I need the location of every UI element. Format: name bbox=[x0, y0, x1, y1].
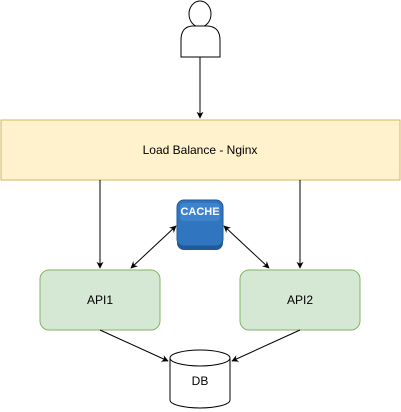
api1-label: API1 bbox=[87, 293, 113, 307]
edge-api2-to-db bbox=[231, 329, 301, 362]
api1-box[interactable]: API1 bbox=[39, 269, 161, 331]
cache-label: CACHE bbox=[180, 206, 219, 218]
api2-label: API2 bbox=[287, 293, 313, 307]
load-balancer-shape bbox=[0, 119, 401, 181]
user-icon bbox=[180, 0, 221, 58]
db-body bbox=[169, 358, 231, 409]
load-balancer-box[interactable]: Load Balance - Nginx bbox=[0, 119, 401, 181]
edge-cache-api2 bbox=[223, 225, 270, 269]
cache-icon[interactable]: CACHE bbox=[176, 199, 224, 250]
db-label: DB bbox=[192, 374, 209, 388]
db-cylinder[interactable]: DB bbox=[169, 349, 231, 409]
api2-box[interactable]: API2 bbox=[239, 269, 361, 331]
load-balancer-label: Load Balance - Nginx bbox=[143, 143, 258, 157]
edge-cache-api1 bbox=[130, 225, 177, 269]
db-top bbox=[169, 349, 231, 367]
edge-api1-to-db bbox=[99, 329, 169, 362]
